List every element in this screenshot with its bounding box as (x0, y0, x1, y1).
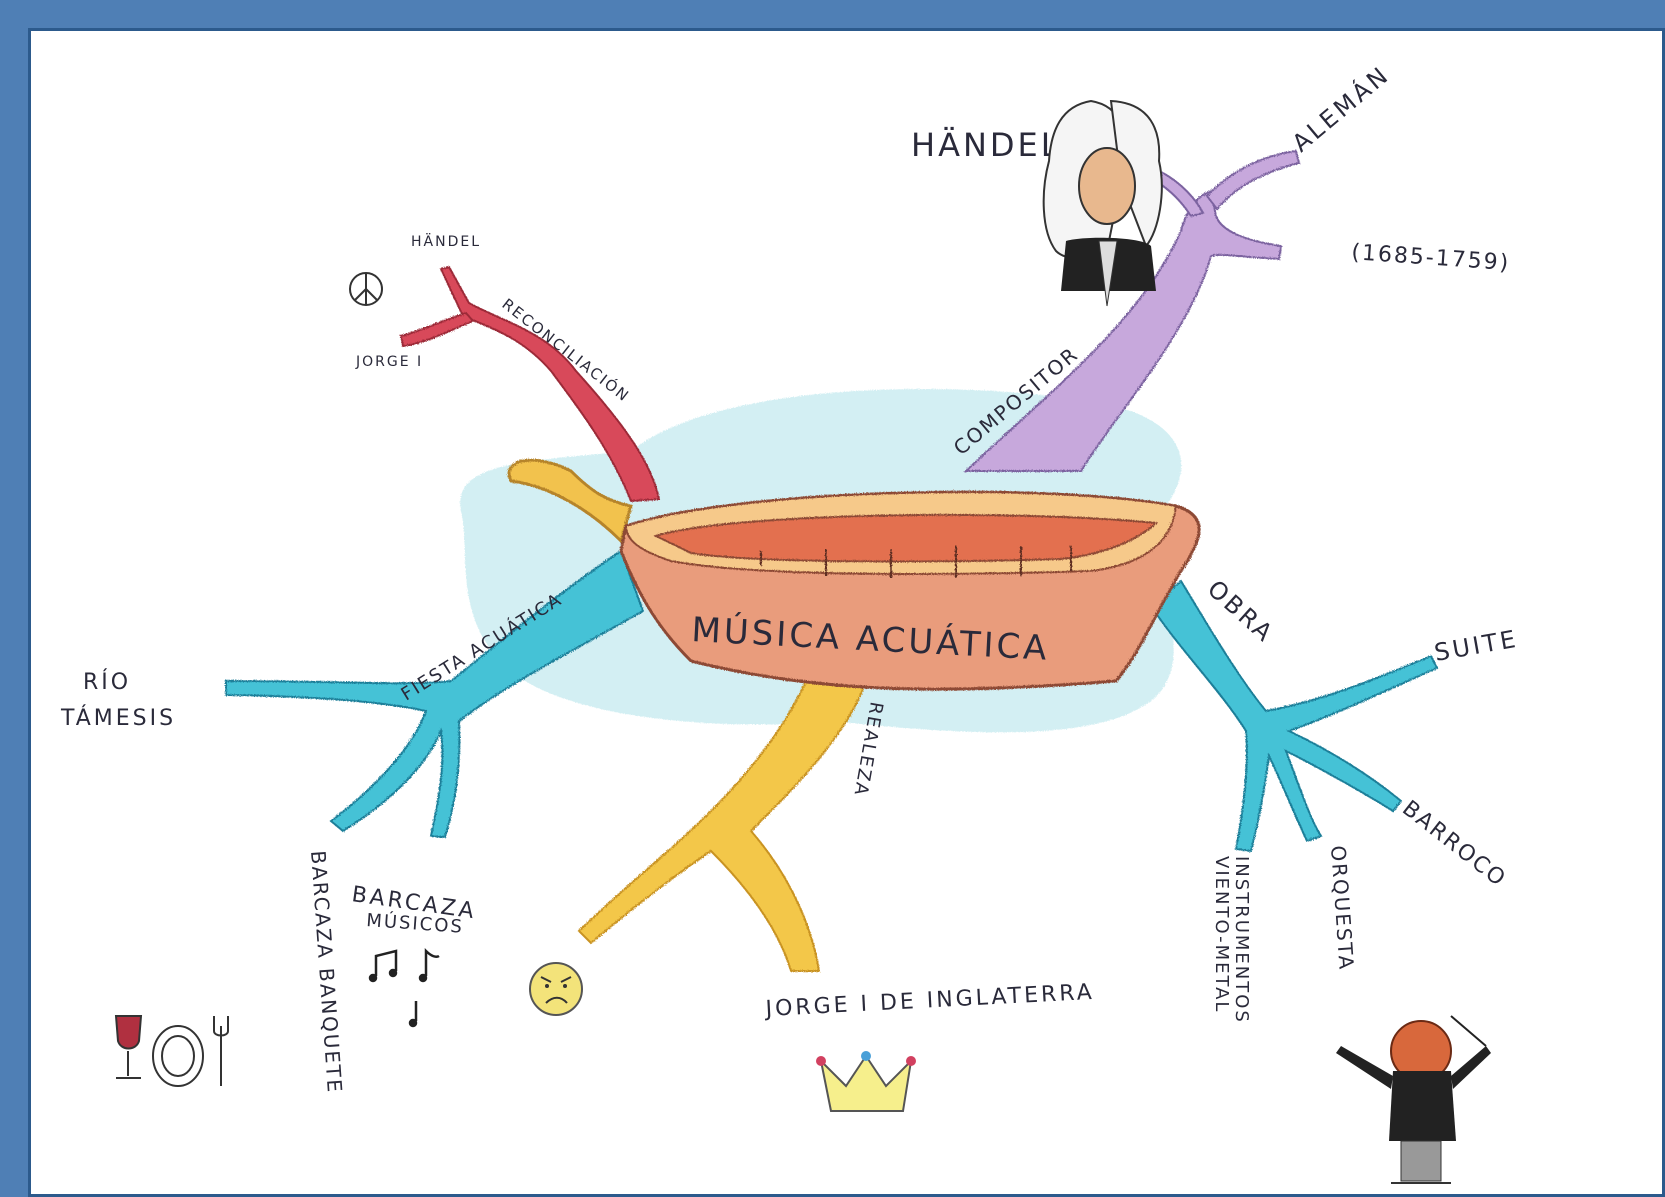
label-handel-small: HÄNDEL (411, 232, 481, 250)
peace-sign-icon (350, 273, 382, 305)
label-dates: (1685-1759) (1351, 240, 1511, 276)
branch-obra (1151, 581, 1437, 851)
label-rio: RÍO (83, 669, 131, 695)
paper-sheet: MÚSICA ACUÁTICA COMPOSITOR ALEMÁN (1685-… (28, 28, 1665, 1197)
label-tamesis: TÁMESIS (60, 705, 176, 731)
conductor-icon (1336, 1016, 1491, 1183)
fork-icon (214, 1016, 228, 1086)
label-aleman: ALEMÁN (1286, 60, 1395, 158)
mind-map: MÚSICA ACUÁTICA COMPOSITOR ALEMÁN (1685-… (31, 31, 1662, 1194)
wine-glass-icon (116, 1016, 141, 1078)
label-instrumentos: INSTRUMENTOS (1231, 856, 1252, 1024)
angry-face-icon (530, 963, 582, 1015)
label-orquesta: ORQUESTA (1326, 845, 1359, 972)
crown-icon (816, 1051, 916, 1111)
handel-portrait-icon (1044, 101, 1162, 306)
label-barcaza-banquete: BARCAZA BANQUETE (306, 850, 347, 1095)
label-jorge-inglaterra: JORGE I DE INGLATERRA (763, 980, 1095, 1022)
label-viento-metal: VIENTO-METAL (1211, 856, 1232, 1013)
label-suite: SUITE (1432, 625, 1520, 667)
plate-icon (153, 1026, 203, 1086)
label-barroco: BARROCO (1397, 796, 1511, 892)
label-jorge-small: JORGE I (355, 354, 423, 370)
music-notes-icon (370, 951, 439, 1026)
label-handel-main: HÄNDEL (911, 126, 1062, 164)
